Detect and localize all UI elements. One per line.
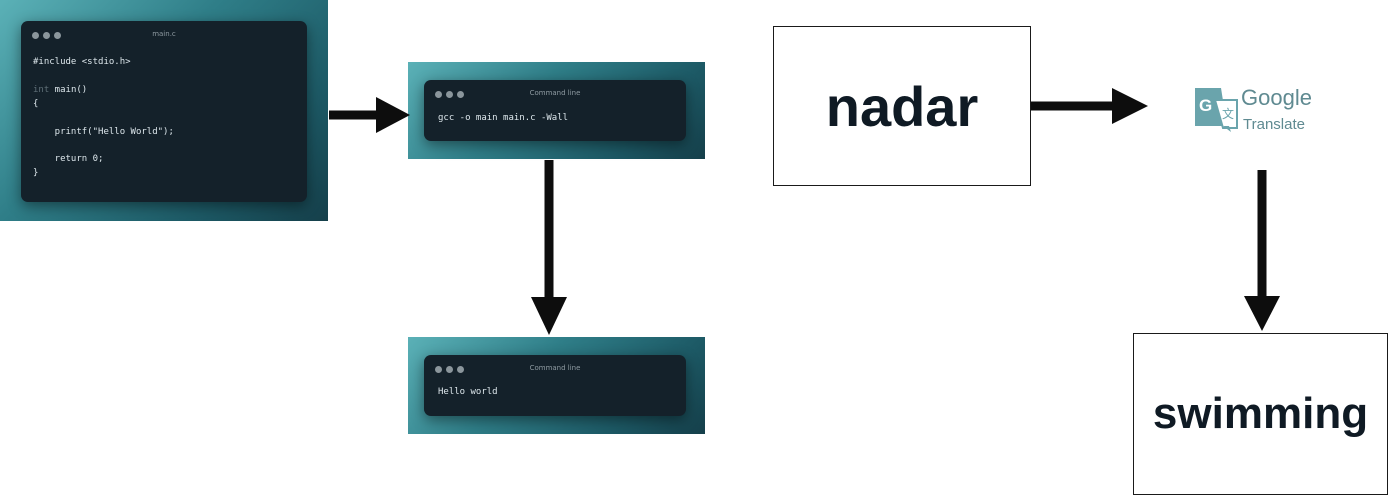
arrow-code-to-compile [329, 97, 410, 133]
translated-word-text: swimming [1152, 389, 1369, 438]
source-code-text: #include <stdio.h> int main() { printf("… [33, 56, 174, 181]
source-code-screenshot: main.c #include <stdio.h> int main() { p… [0, 0, 328, 221]
svg-text:文: 文 [1222, 106, 1234, 121]
code-line: int main() [33, 84, 88, 95]
maximize-dot-icon [457, 366, 464, 373]
compile-command-window: Command line gcc -o main main.c -Wall [424, 80, 686, 141]
compile-command-text: gcc -o main main.c -Wall [438, 113, 569, 123]
minimize-dot-icon [43, 32, 50, 39]
window-controls [435, 91, 464, 98]
program-output-screenshot: Command line Hello world [408, 337, 705, 434]
close-dot-icon [32, 32, 39, 39]
close-dot-icon [435, 91, 442, 98]
window-title: Command line [529, 89, 581, 97]
arrow-compile-to-output [531, 160, 567, 335]
code-line: } [33, 168, 39, 179]
minimize-dot-icon [446, 366, 453, 373]
compile-command-screenshot: Command line gcc -o main main.c -Wall [408, 62, 705, 159]
code-line: return 0; [33, 154, 104, 165]
arrow-translate-to-result [1244, 170, 1280, 331]
input-word-box: nadar [773, 26, 1031, 186]
window-controls [32, 32, 61, 39]
arrow-word-to-translate [1031, 88, 1148, 124]
translated-word-box: swimming [1133, 333, 1388, 495]
code-keyword: int [33, 84, 50, 95]
code-line: printf("Hello World"); [33, 126, 174, 137]
svg-text:G: G [1199, 96, 1212, 115]
window-title: Command line [529, 364, 581, 372]
maximize-dot-icon [457, 91, 464, 98]
close-dot-icon [435, 366, 442, 373]
window-title: main.c [152, 30, 176, 38]
translate-wordmark: Translate [1243, 116, 1305, 133]
source-code-window: main.c #include <stdio.h> int main() { p… [21, 21, 307, 202]
google-translate-icon: G 文 [1195, 88, 1238, 132]
code-line: #include <stdio.h> [33, 57, 131, 67]
google-wordmark: Google [1241, 85, 1312, 110]
minimize-dot-icon [446, 91, 453, 98]
maximize-dot-icon [54, 32, 61, 39]
window-controls [435, 366, 464, 373]
program-output-text: Hello world [438, 387, 498, 397]
code-line: { [33, 98, 39, 109]
program-output-window: Command line Hello world [424, 355, 686, 416]
input-word-text: nadar [825, 74, 979, 138]
